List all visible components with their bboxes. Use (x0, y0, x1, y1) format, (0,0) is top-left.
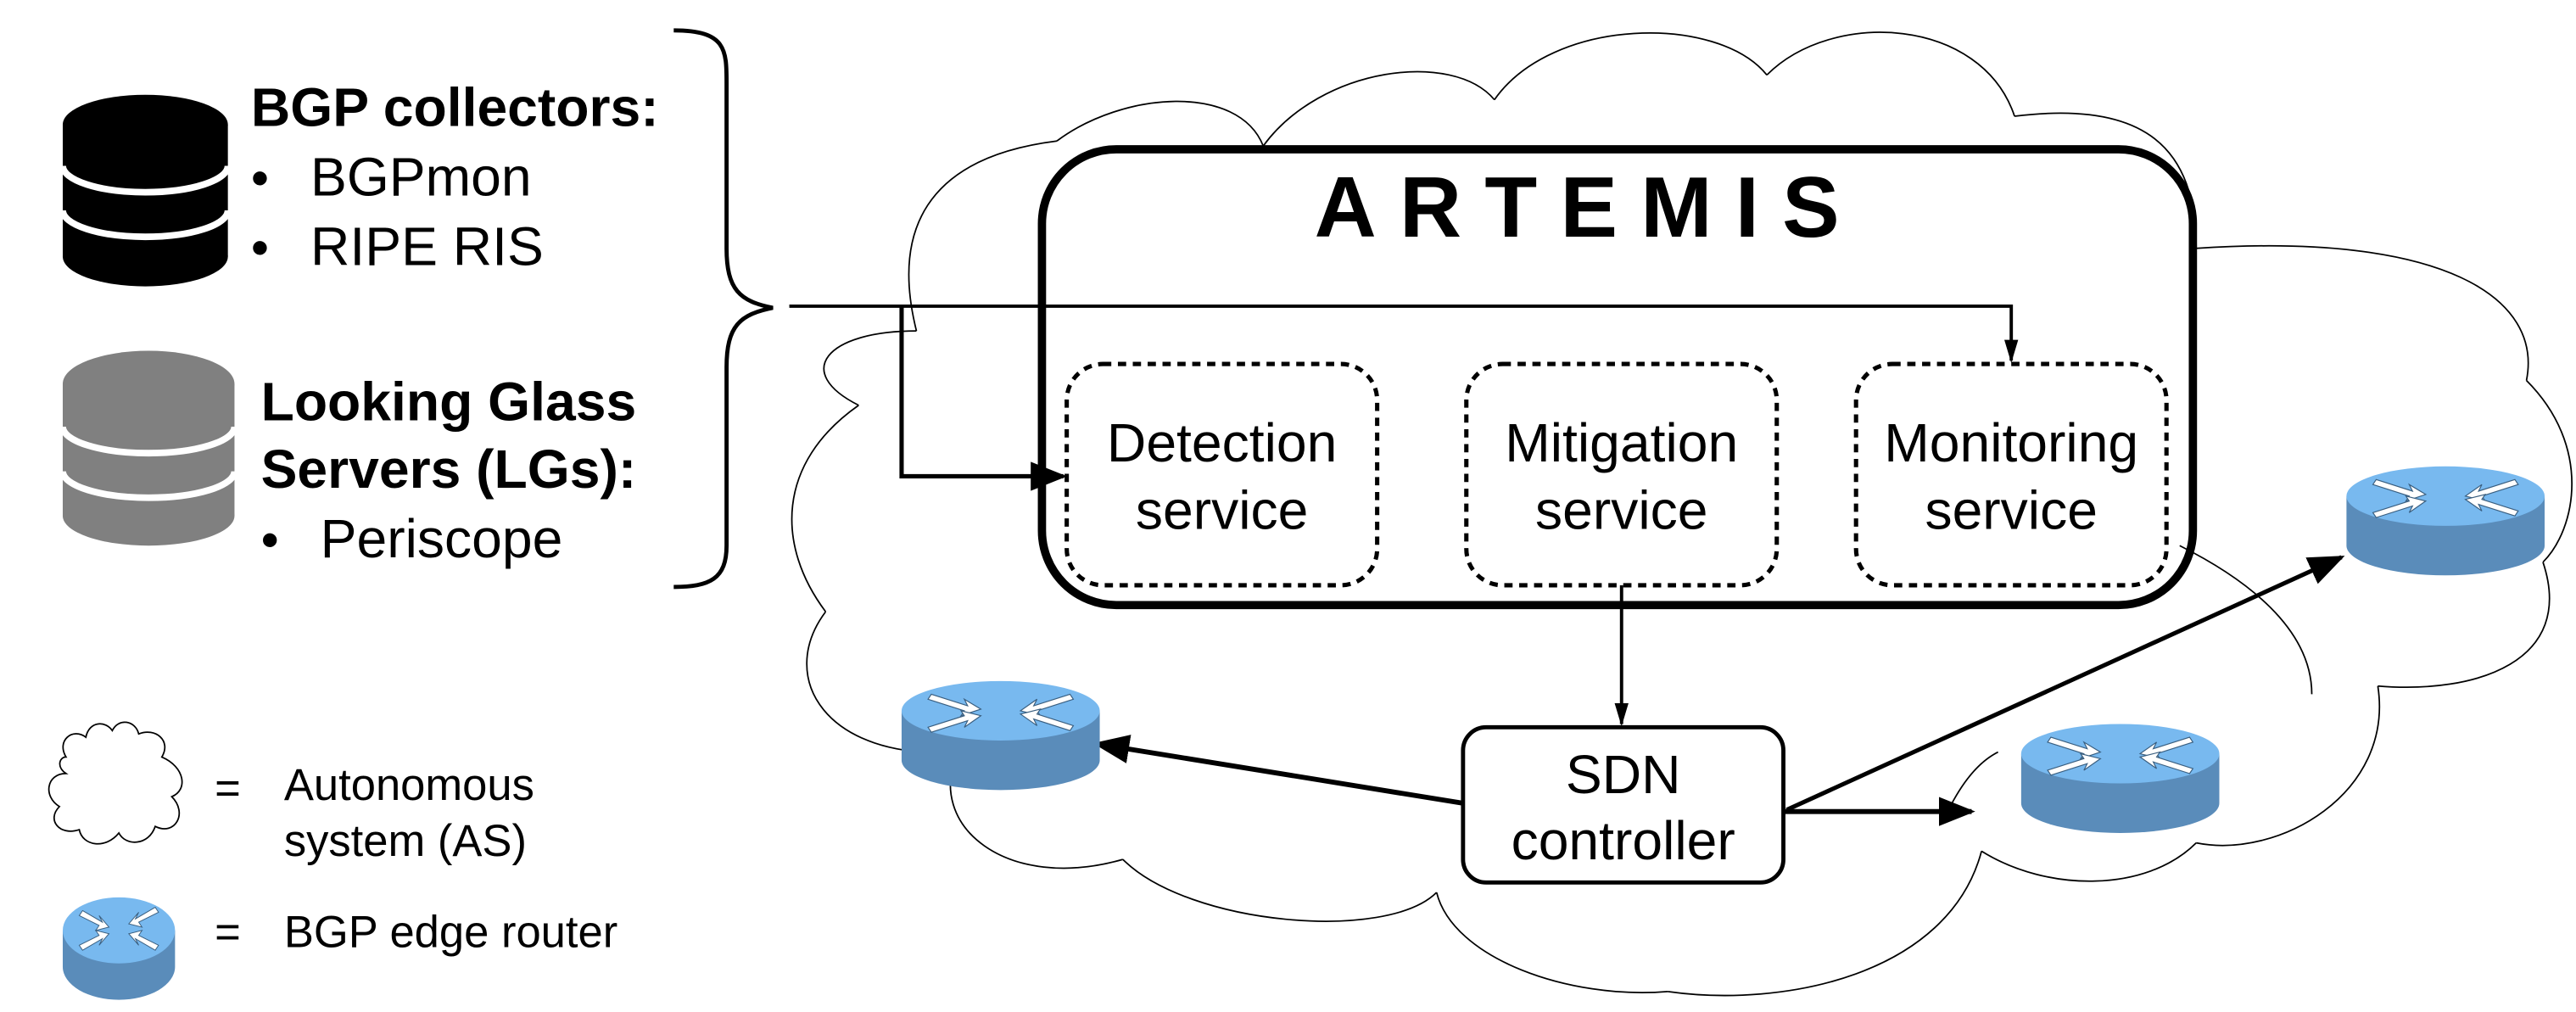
legend-cloud-icon (47, 721, 183, 845)
router-icon (2020, 723, 2221, 834)
service-mitigation: Mitigation service (1464, 361, 1780, 588)
router-left (901, 680, 1101, 791)
router-icon (2345, 466, 2545, 576)
legend-equals: = (215, 763, 241, 814)
looking-glass-group: Looking Glass Servers (LGs): • Periscope (59, 350, 637, 569)
database-icon (59, 94, 232, 287)
legend-as-label-line1: Autonomous (284, 760, 534, 810)
sources-brace (673, 28, 774, 590)
artemis-title: ARTEMIS (1315, 159, 1863, 255)
service-label-line1: Monitoring (1884, 412, 2138, 473)
legend: = Autonomous system (AS) = BGP edge rout… (47, 721, 617, 1000)
looking-glass-heading-line2: Servers (LGs): (261, 439, 637, 500)
database-icon (59, 350, 238, 546)
sdn-label-line1: SDN (1566, 744, 1681, 805)
source-item-periscope: Periscope (321, 508, 563, 569)
service-label-line1: Detection (1107, 412, 1337, 473)
bgp-collectors-group: BGP collectors: • BGPmon • RIPE RIS (59, 77, 659, 287)
bullet: • (251, 149, 269, 207)
service-label-line2: service (1136, 480, 1308, 541)
feed-arrow-to-monitoring (789, 304, 2019, 363)
as-cloud-main (791, 31, 2573, 997)
sdn-to-router-right-arrow (1785, 555, 2345, 813)
source-item-ripe-ris: RIPE RIS (310, 215, 544, 277)
service-monitoring: Monitoring service (1853, 361, 2169, 588)
router-icon (901, 680, 1101, 791)
looking-glass-heading-line1: Looking Glass (261, 371, 637, 432)
legend-equals: = (215, 907, 241, 957)
bullet: • (251, 218, 269, 276)
sdn-label-line2: controller (1512, 810, 1735, 871)
artemis-box (1037, 145, 2198, 610)
service-label-line2: service (1535, 480, 1707, 541)
service-detection: Detection service (1064, 361, 1380, 588)
service-label-line2: service (1925, 480, 2097, 541)
router-bottom-right (2020, 723, 2221, 834)
legend-as-label-line2: system (AS) (284, 816, 527, 866)
bullet: • (261, 511, 279, 568)
bgp-collectors-heading: BGP collectors: (251, 77, 659, 138)
sdn-controller: SDN controller (1461, 724, 1785, 885)
legend-router-icon (62, 897, 176, 1000)
sdn-to-router-left-arrow (1092, 735, 1464, 806)
source-item-bgpmon: BGPmon (310, 147, 532, 208)
service-label-line1: Mitigation (1505, 412, 1738, 473)
router-far-right (2345, 466, 2545, 576)
legend-router-label: BGP edge router (284, 907, 617, 957)
feed-arrow-to-detection (899, 305, 1068, 491)
